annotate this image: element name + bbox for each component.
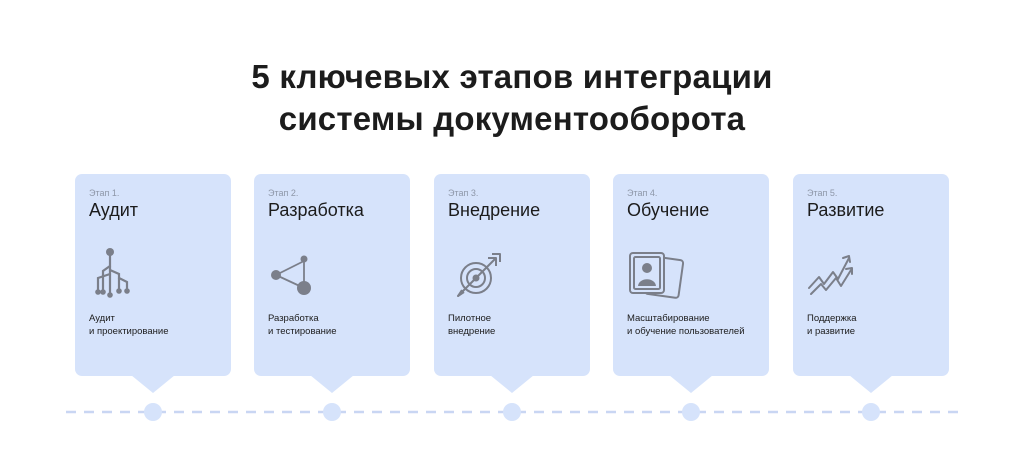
stage-description-line: Разработка — [268, 313, 319, 324]
stage-description-line: и развитие — [807, 326, 856, 337]
stage-title: Аудит — [89, 200, 139, 220]
title-line-2: системы документооборота — [278, 100, 746, 137]
stage-card-5: Этап 5. Развитие Поддержка и развитие — [793, 174, 949, 393]
stage-description-line: Масштабирование — [627, 313, 710, 324]
stage-title: Развитие — [807, 200, 885, 220]
stage-description-line: и обучение пользователей — [627, 326, 745, 337]
stage-description-line: внедрение — [448, 326, 496, 337]
timeline-dot-2 — [323, 403, 341, 421]
stage-title: Внедрение — [448, 200, 541, 220]
stage-number: Этап 5. — [807, 188, 838, 198]
stage-number: Этап 2. — [268, 188, 299, 198]
stage-title: Разработка — [268, 200, 364, 220]
stage-description-line: Поддержка — [807, 313, 857, 324]
growth-chart-icon — [807, 244, 867, 304]
stage-description: Поддержка и развитие — [807, 312, 945, 338]
network-nodes-icon — [268, 244, 328, 304]
audit-tree-icon — [89, 244, 149, 304]
stage-title: Обучение — [627, 200, 710, 220]
timeline-dot-3 — [503, 403, 521, 421]
stage-description-line: и проектирование — [89, 326, 169, 337]
stage-card-3: Этап 3. Внедрение Пилотное внедрение — [434, 174, 590, 393]
stage-description: Пилотное внедрение — [448, 312, 586, 338]
stage-description: Масштабирование и обучение пользователей — [627, 312, 765, 338]
user-cards-icon — [627, 244, 687, 304]
stage-number: Этап 1. — [89, 188, 120, 198]
stage-description-line: Аудит — [89, 313, 115, 324]
stage-description: Аудит и проектирование — [89, 312, 227, 338]
title-line-1: 5 ключевых этапов интеграции — [251, 58, 773, 95]
page-title: 5 ключевых этапов интеграции системы док… — [0, 56, 1024, 140]
timeline — [0, 396, 1024, 426]
stage-number: Этап 3. — [448, 188, 479, 198]
stage-description: Разработка и тестирование — [268, 312, 406, 338]
stage-card-1: Этап 1. Аудит Аудит и проектирование — [75, 174, 231, 393]
stage-card-4: Этап 4. Обучение Масштабирование и обуче… — [613, 174, 769, 393]
target-arrow-icon — [448, 244, 508, 304]
timeline-dot-1 — [144, 403, 162, 421]
stage-description-line: и тестирование — [268, 326, 337, 337]
stage-number: Этап 4. — [627, 188, 658, 198]
timeline-dot-4 — [682, 403, 700, 421]
timeline-dot-5 — [862, 403, 880, 421]
stage-card-2: Этап 2. Разработка Разработка и тестиров… — [254, 174, 410, 393]
stage-description-line: Пилотное — [448, 313, 492, 324]
